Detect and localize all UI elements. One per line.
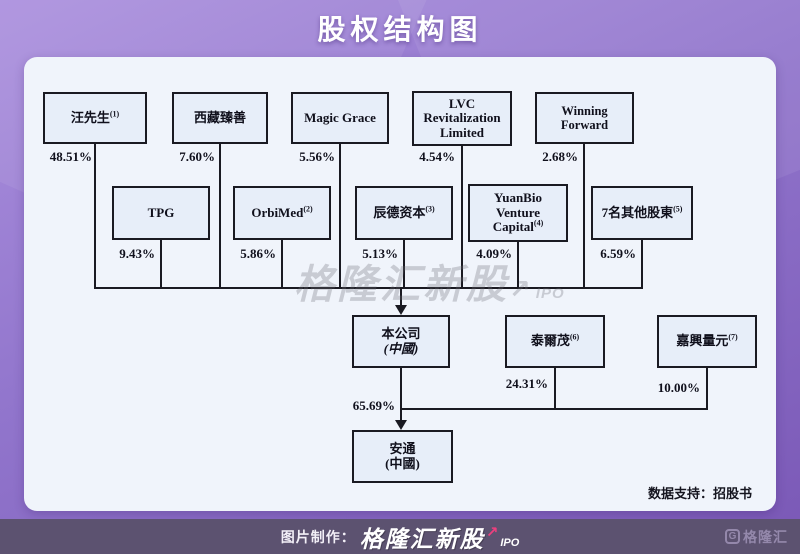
watermark: 格隆汇新股↗IPO: [294, 252, 565, 310]
footnote-sup: (6): [569, 332, 580, 342]
pct-label: 24.31%: [505, 376, 548, 391]
shareholder-name: Magic Grace: [304, 109, 376, 125]
subsidiary-region: (中國): [385, 455, 420, 471]
shareholder-name: 汪先生: [70, 109, 110, 125]
bus-line: [94, 287, 643, 289]
watermark-suffix: IPO: [535, 285, 565, 302]
connector-line: [461, 146, 463, 289]
shareholder-name: 7名其他股東: [601, 204, 674, 220]
shareholder-box-magic-grace: Magic Grace: [291, 92, 389, 144]
pct-label: 5.13%: [362, 246, 398, 261]
pct-label: 5.56%: [299, 149, 335, 164]
connector-line: [706, 368, 708, 410]
pct-label: 6.59%: [600, 246, 636, 261]
shareholder-box-tpg: TPG: [112, 186, 210, 240]
connector-line: [517, 242, 519, 289]
shareholder-name: 西藏臻善: [193, 109, 246, 125]
arrow-down-icon: [395, 305, 407, 315]
source-note: 数据支持：招股书: [647, 486, 752, 501]
connector-line: [403, 240, 405, 289]
pct-label: 9.43%: [119, 246, 155, 261]
connector-line: [400, 287, 402, 305]
shareholder-box-wang: 汪先生(1): [43, 92, 147, 144]
company-region: (中國): [383, 340, 419, 356]
arrow-down-icon: [395, 420, 407, 430]
pct-label: 4.09%: [476, 246, 512, 261]
trend-arrow-icon: ↗: [509, 274, 534, 304]
co-holder-box-terumo: 泰爾茂(6): [505, 315, 605, 368]
footnote-sup: (7): [728, 332, 738, 342]
footnote-sup: (1): [109, 109, 120, 119]
shareholder-box-orbimed: OrbiMed(2): [233, 186, 331, 240]
g-logo-icon: G: [725, 529, 740, 544]
connector-line: [94, 144, 96, 289]
footnote-sup: (2): [303, 204, 313, 214]
connector-line: [554, 368, 556, 410]
shareholder-box-winning-forward: Winning Forward: [535, 92, 634, 144]
pct-label: 65.69%: [352, 398, 395, 413]
shareholder-name: YuanBio Venture Capital: [492, 190, 542, 235]
shareholder-box-chende: 辰德资本(3): [355, 186, 453, 240]
pct-label: 7.60%: [179, 149, 215, 164]
shareholder-box-lvc: LVC Revitalization Limited: [412, 91, 512, 146]
shareholder-name: 辰德资本: [373, 204, 426, 220]
merge-line: [400, 408, 708, 410]
credit-label: 图片制作：: [280, 528, 356, 545]
pct-label: 48.51%: [49, 149, 92, 164]
connector-line: [339, 144, 341, 289]
holder-name: 嘉興量元: [676, 333, 729, 349]
shareholder-name: OrbiMed: [251, 204, 304, 220]
connector-line: [219, 144, 221, 289]
connector-line: [583, 144, 585, 289]
footnote-sup: (4): [533, 218, 544, 228]
g-logo-text: 格隆汇: [743, 528, 788, 545]
footnote-sup: (3): [425, 204, 435, 214]
footnote-sup: (5): [673, 204, 683, 214]
company-box: 本公司 (中國): [352, 315, 450, 368]
subsidiary-box: 安通 (中國): [352, 430, 453, 483]
watermark-brand: 格隆汇新股: [294, 263, 509, 307]
pct-label: 2.68%: [542, 149, 578, 164]
pct-label: 10.00%: [657, 380, 700, 395]
connector-line: [400, 368, 402, 420]
footer-bar: 图片制作： 格隆汇新股 ↗ IPO G 格隆汇: [0, 519, 800, 554]
connector-line: [641, 240, 643, 289]
co-holder-box-jiaxing: 嘉興量元(7): [657, 315, 757, 368]
brand-suffix: IPO: [500, 537, 520, 549]
gelonghui-logo: G 格隆汇: [725, 519, 788, 554]
shareholder-box-other7: 7名其他股東(5): [591, 186, 693, 240]
shareholder-name: TPG: [147, 204, 175, 220]
connector-line: [281, 240, 283, 289]
connector-line: [160, 240, 162, 289]
shareholder-box-yuanbio: YuanBio Venture Capital(4): [468, 184, 568, 242]
shareholder-name: LVC Revitalization Limited: [423, 95, 501, 140]
holder-name: 泰爾茂: [530, 333, 570, 349]
pct-label: 5.86%: [240, 246, 276, 261]
trend-arrow-icon: ↗: [485, 523, 499, 541]
shareholder-box-xizangzhenshan: 西藏臻善: [172, 92, 268, 144]
brand-logo-text: 格隆汇新股: [359, 525, 485, 552]
subsidiary-name: 安通: [389, 440, 416, 456]
shareholder-name: Winning Forward: [560, 104, 609, 132]
page-title: 股权结构图: [317, 14, 483, 45]
pct-label: 4.54%: [419, 149, 455, 164]
company-name: 本公司: [381, 325, 421, 341]
